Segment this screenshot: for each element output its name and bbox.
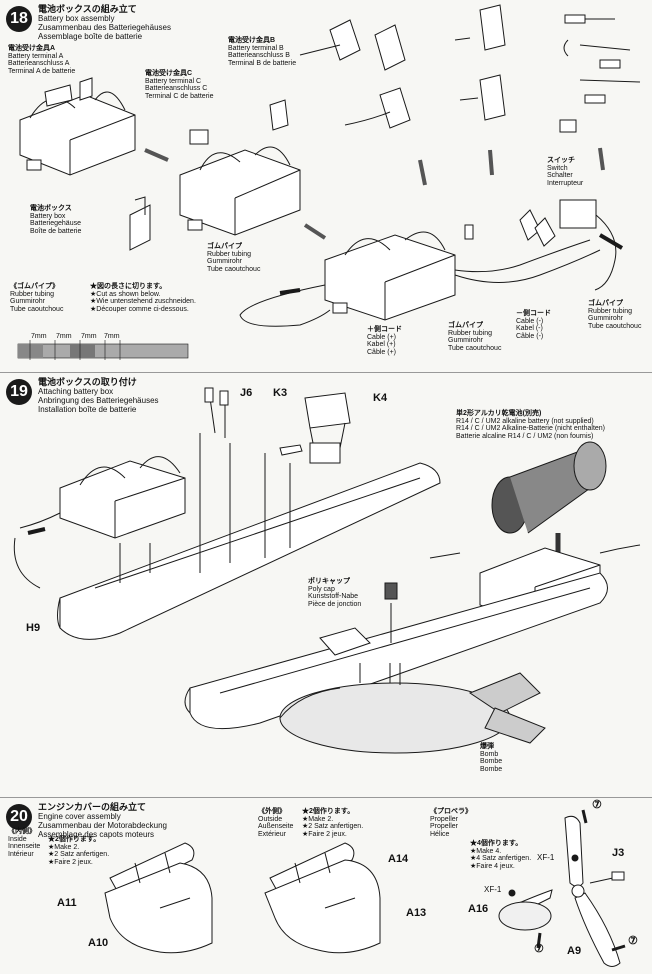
title-fr: Assemblage boîte de batterie <box>38 32 143 41</box>
step-number: 18 <box>6 6 32 32</box>
rubber-tube-note-title: 《ゴムパイプ》 Rubber tubing Gummirohr Tube cao… <box>10 283 64 313</box>
title-jp: 電池ボックスの組み立て <box>38 4 137 14</box>
part-k4: K4 <box>373 392 388 404</box>
title-de: Zusammenbau des Batteriegehäuses <box>38 23 171 32</box>
cut-length-2: 7mm <box>56 333 72 340</box>
cut-length-1: 7mm <box>31 333 47 340</box>
part-a13: A13 <box>406 907 427 919</box>
step-title: 電池ボックスの組み立て Battery box assembly Zusamme… <box>38 4 171 42</box>
plus-cord-label: ＋側コード Cable (+) Kabel (+) Câble (+) <box>367 326 402 356</box>
terminal-b-label: 電池受け金具B Battery terminal B Batterieansch… <box>228 37 297 67</box>
step-title: 電池ボックスの取り付け Attaching battery box Anbrin… <box>38 377 159 415</box>
step-18-drawing <box>17 4 641 360</box>
minus-cord-label: －側コード Cable (-) Kabel (-) Câble (-) <box>516 310 551 340</box>
terminal-c-label: 電池受け金具C Battery terminal C Batterieansch… <box>145 70 214 100</box>
part-j6: J6 <box>240 387 253 399</box>
step-number: 19 <box>6 379 32 405</box>
part-a11: A11 <box>57 897 77 909</box>
part-h9: H9 <box>26 622 41 634</box>
step-20: 20 エンジンカバーの組み立て Engine cover assembly Zu… <box>0 797 652 975</box>
outside-notes: ★2個作ります。 ★Make 2. ★2 Satz anfertigen. ★F… <box>302 808 364 838</box>
battery-note: 単2形アルカリ乾電池(別売) R14 / C / UM2 alkaline ba… <box>456 410 606 440</box>
part-a9: A9 <box>567 945 582 957</box>
propeller-notes: ★4個作ります。 ★Make 4. ★4 Satz anfertigen. ★F… <box>470 840 532 870</box>
terminal-a-label: 電池受け金具A Battery terminal A Batterieansch… <box>8 45 76 75</box>
step-number: 20 <box>6 804 32 830</box>
step-20-drawing <box>104 809 626 967</box>
rubber-tube-note: ★図の長さに切ります。 ★Cut as shown below. ★Wie un… <box>90 283 196 313</box>
paint-code-7-bottom: ⑦ <box>534 943 544 955</box>
cut-length-3: 7mm <box>81 333 97 340</box>
poly-cap-label: ポリキャップ Poly cap Kunststoff-Nabe Pièce de… <box>308 578 362 608</box>
part-a16: A16 <box>468 903 489 915</box>
switch-label: スイッチ Switch Schalter Interrupteur <box>547 157 584 187</box>
paint-code-7-top: ⑦ <box>592 799 602 811</box>
part-j3: J3 <box>612 847 625 859</box>
title-en: Battery box assembly <box>38 14 115 23</box>
inside-title: 《内側》 Inside Innenseite Intérieur <box>8 828 41 858</box>
rubber-tube-top-label: ゴムパイプ Rubber tubing Gummirohr Tube caout… <box>207 243 261 273</box>
outside-title: 《外側》 Outside Außenseite Extérieur <box>258 808 294 838</box>
rubber-tube-mid-label: ゴムパイプ Rubber tubing Gummirohr Tube caout… <box>448 322 502 352</box>
step-19: 19 電池ボックスの取り付け Attaching battery box Anb… <box>0 372 652 798</box>
inside-notes: ★2個作ります。 ★Make 2. ★2 Satz anfertigen. ★F… <box>48 836 110 866</box>
propeller-title: 《プロペラ》 Propeller Propeller Hélice <box>430 808 472 838</box>
part-xf1-top: XF-1 <box>537 853 555 862</box>
bomb-label: 爆弾 Bomb Bombe Bombe <box>480 743 503 773</box>
step-19-drawing <box>13 387 641 754</box>
paint-code-7-right: ⑦ <box>628 935 638 947</box>
part-a14: A14 <box>388 853 409 865</box>
part-k3: K3 <box>273 387 288 399</box>
part-xf1-left: XF-1 <box>484 885 502 894</box>
part-a10: A10 <box>88 937 109 949</box>
step-title: エンジンカバーの組み立て Engine cover assembly Zusam… <box>38 802 167 840</box>
rubber-tube-right-label: ゴムパイプ Rubber tubing Gummirohr Tube caout… <box>588 300 642 330</box>
battery-box-label: 電池ボックス Battery box Batteriegehäuse Boîte… <box>30 205 82 235</box>
step-18: 18 電池ボックスの組み立て Battery box assembly Zusa… <box>0 0 652 372</box>
cut-length-4: 7mm <box>104 333 120 340</box>
